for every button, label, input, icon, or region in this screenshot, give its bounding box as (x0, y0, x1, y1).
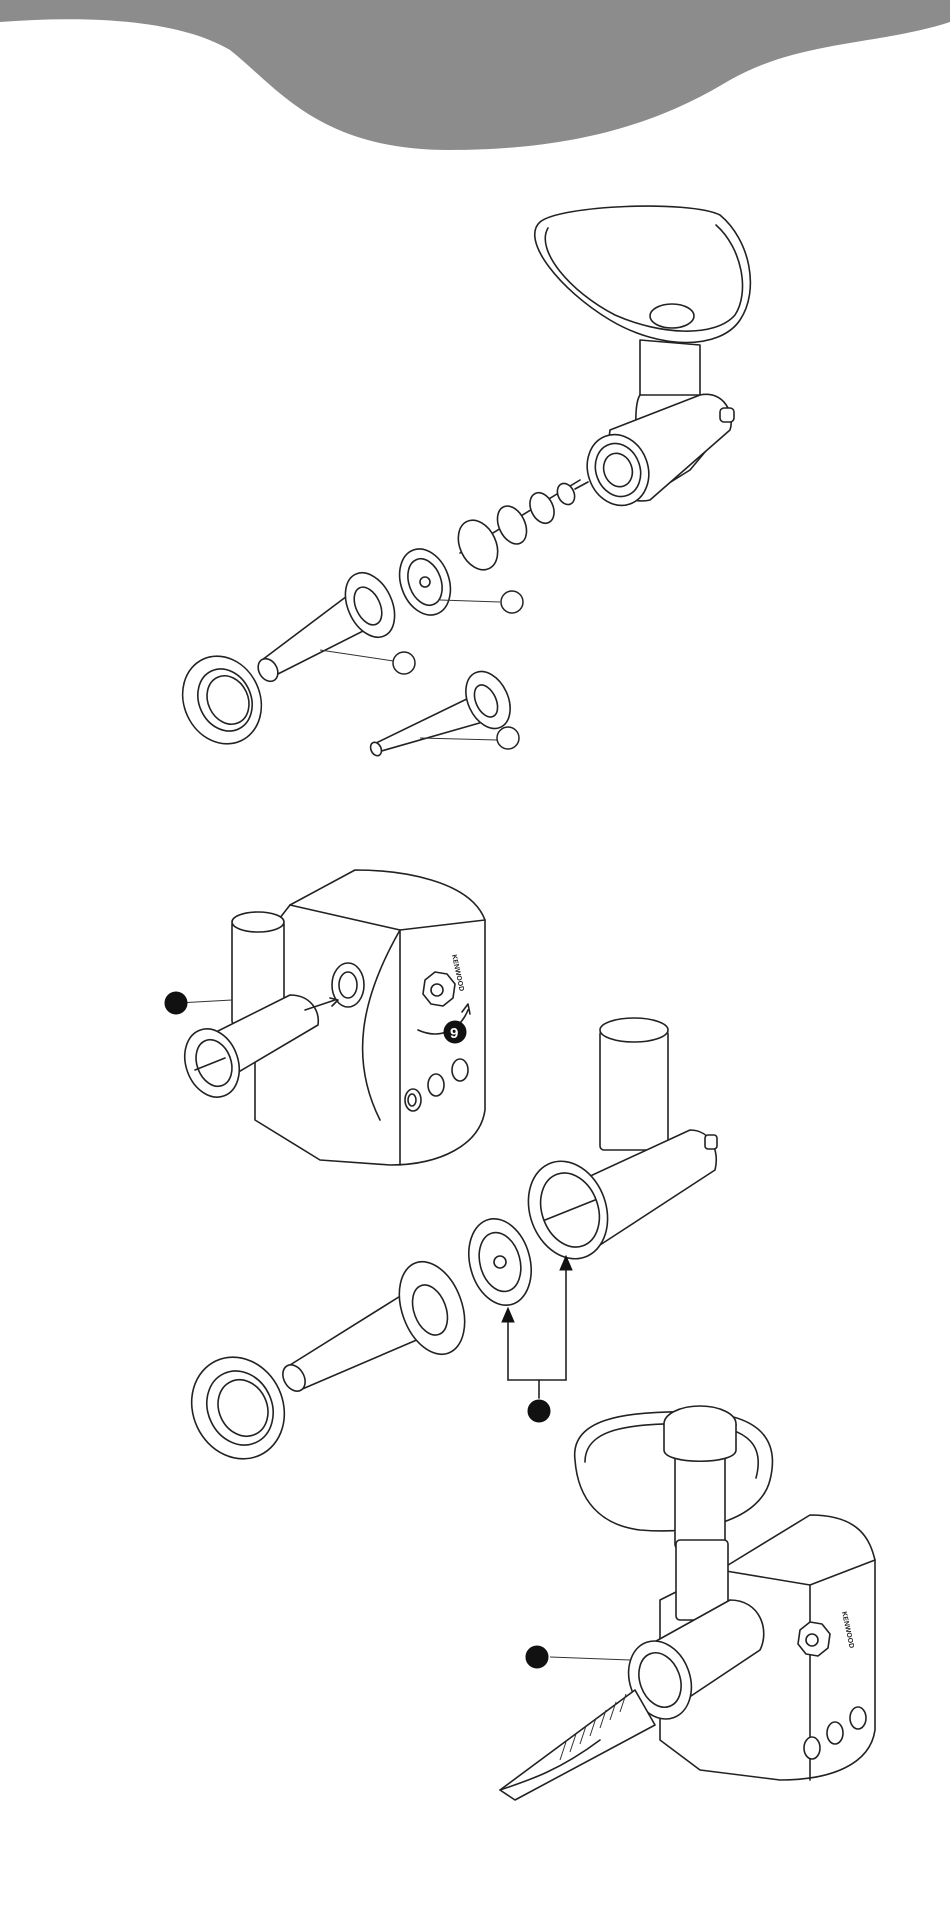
mincer-body-separate (515, 1018, 717, 1270)
small-sausage-nozzle (369, 664, 519, 757)
large-sausage-nozzle (254, 565, 404, 685)
plate-separate (460, 1212, 541, 1313)
ring-nut-separate (175, 1342, 301, 1474)
callout-mincer-body (165, 992, 187, 1014)
feed-tray (535, 206, 751, 342)
pusher (664, 1406, 736, 1550)
callout-plate-fit (528, 1400, 550, 1422)
assembled-sausage-filler: KENWOOD (500, 1406, 875, 1800)
callout-small-nozzle (497, 727, 519, 749)
header-band (0, 0, 950, 150)
ring-nut (169, 643, 276, 757)
fitting-to-outlet-illustration: KENWOOD 9 (165, 870, 717, 1474)
nozzle-separate (278, 1253, 476, 1395)
mincer-body (577, 340, 734, 514)
exploded-mincer-assembly (169, 206, 751, 757)
sausage-casing (500, 1690, 655, 1800)
callout-large-nozzle (393, 652, 415, 674)
callout-ring-nut (526, 1646, 548, 1668)
step-badge-text: 9 (450, 1025, 458, 1042)
callout-plate (501, 591, 523, 613)
leader-line-ring (550, 1657, 630, 1660)
worm-screw (451, 480, 588, 576)
